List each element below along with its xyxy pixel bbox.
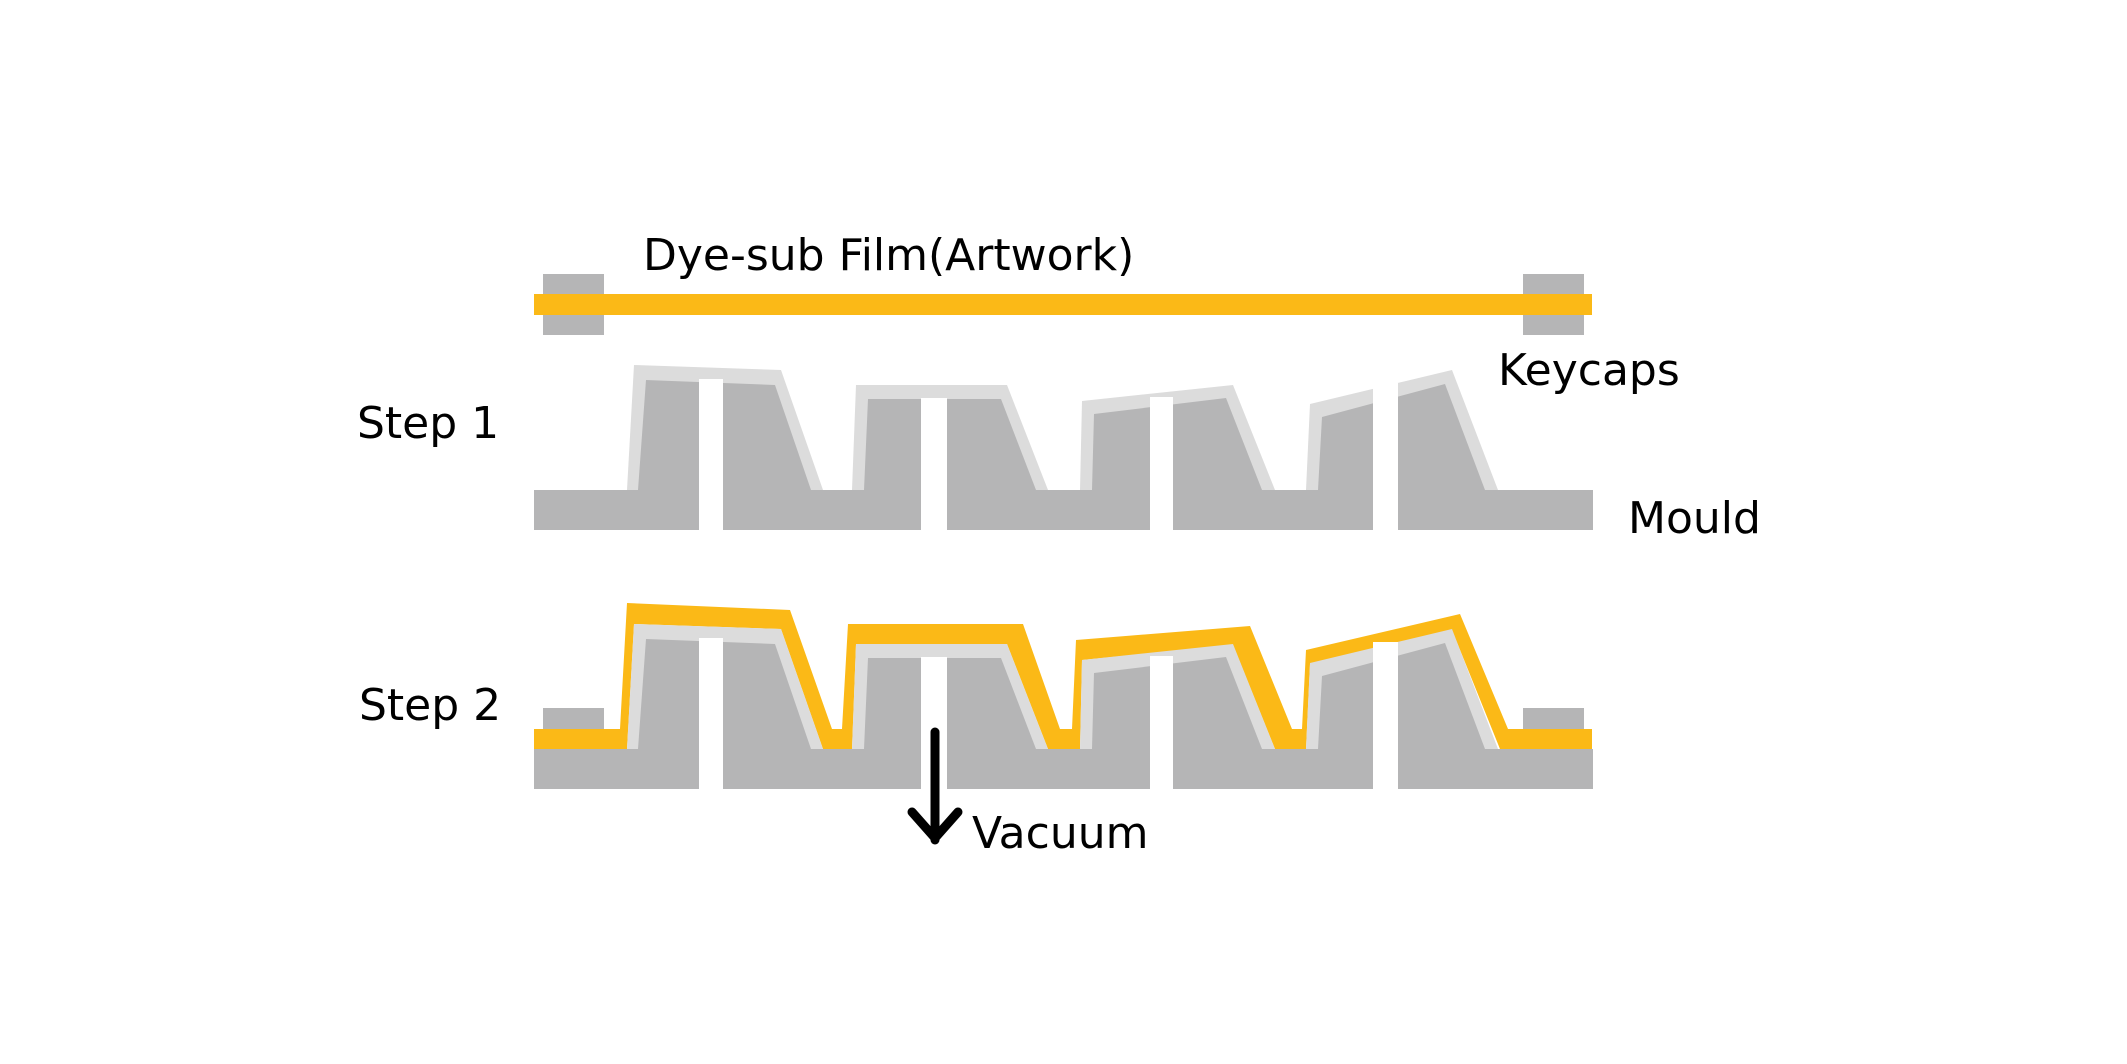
mould-core-3 (1092, 657, 1262, 749)
step2-label: Step 2 (359, 680, 501, 731)
mould-core-1 (638, 639, 811, 749)
vacuum-arrow-icon (907, 727, 963, 845)
vacuum-channel-4 (1373, 642, 1398, 790)
mould-core-2 (864, 399, 1036, 490)
film-label: Dye-sub Film(Artwork) (643, 230, 1134, 281)
vacuum-label: Vacuum (972, 808, 1148, 859)
mould-core-1 (638, 380, 811, 490)
mould-label: Mould (1628, 493, 1761, 544)
dye-sub-film (534, 294, 1592, 315)
step1-label: Step 1 (357, 398, 499, 449)
vacuum-channel-1 (699, 638, 723, 790)
mould-core-2 (864, 658, 1036, 749)
mould-core-3 (1092, 398, 1262, 490)
clamp-right-step2 (1523, 708, 1584, 729)
vacuum-channel-3 (1150, 397, 1173, 531)
vacuum-channel-3 (1150, 656, 1173, 790)
vacuum-channel-2 (921, 398, 947, 531)
film-assembly-top (534, 274, 1592, 335)
step1-group (534, 365, 1593, 531)
vacuum-channel-4 (1373, 383, 1398, 531)
step2-group (534, 603, 1593, 790)
vacuum-channel-1 (699, 379, 723, 531)
keycaps-label: Keycaps (1498, 345, 1680, 396)
mould-base (534, 490, 1593, 530)
mould-base (534, 749, 1593, 789)
clamp-left-step2 (543, 708, 604, 729)
mould-core-4 (1318, 384, 1485, 490)
mould-core-4 (1318, 643, 1485, 749)
dye-sub-film-formed (534, 603, 1592, 749)
